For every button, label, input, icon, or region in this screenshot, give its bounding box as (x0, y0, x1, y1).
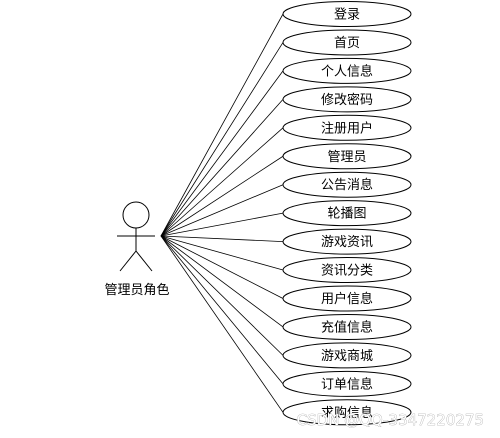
use-case: 资讯分类 (282, 257, 412, 284)
use-case-label: 注册用户 (321, 120, 373, 136)
use-case-label: 登录 (334, 8, 360, 23)
use-case-ellipse (282, 342, 412, 369)
association-line (160, 99, 284, 237)
use-case-ellipse (282, 143, 412, 170)
use-case: 订单信息 (282, 370, 412, 397)
watermark: CSDN @QQ-3347220275 (297, 411, 484, 429)
association-lines (160, 13, 284, 413)
use-case-ellipse (282, 57, 412, 84)
use-case-ellipse (282, 228, 412, 255)
use-case-label: 轮播图 (327, 207, 366, 222)
use-case-ellipse (282, 29, 412, 56)
use-case-label: 用户信息 (321, 291, 373, 307)
use-case-ellipse (282, 114, 412, 141)
association-line (160, 127, 284, 237)
association-line (160, 212, 284, 237)
use-case-ellipse (282, 200, 412, 227)
use-case-ellipse (282, 1, 412, 27)
actor-left-leg (119, 250, 137, 272)
association-line (160, 235, 284, 242)
use-case-label: 充值信息 (321, 319, 373, 335)
association-line (160, 235, 284, 271)
use-case-ellipse (282, 370, 412, 397)
use-case-ellipse (282, 171, 412, 198)
use-case: 游戏资讯 (282, 228, 412, 255)
use-case: 求购信息 (282, 399, 412, 426)
use-case-label: 资讯分类 (321, 264, 373, 279)
use-case-ellipse (282, 313, 412, 340)
use-case: 首页 (282, 29, 412, 56)
association-line (160, 13, 284, 237)
use-case-ellipse (282, 86, 412, 113)
use-case-label: 个人信息 (321, 63, 373, 79)
use-case: 轮播图 (282, 200, 412, 227)
use-case: 游戏商城 (282, 342, 412, 369)
actor-head (122, 201, 150, 229)
association-line (160, 235, 284, 413)
association-line (160, 42, 284, 237)
use-case: 登录 (282, 1, 412, 27)
use-case-ellipse (282, 285, 412, 312)
association-line (160, 155, 284, 237)
actor: 管理员角色 (104, 201, 170, 298)
use-case-label: 修改密码 (321, 92, 373, 108)
use-case: 充值信息 (282, 313, 412, 340)
use-case-label: 求购信息 (321, 405, 373, 421)
actor-right-leg (135, 250, 153, 272)
use-case-ellipse (282, 257, 412, 284)
association-line (160, 235, 284, 356)
association-line (160, 235, 284, 299)
actor-label: 管理员角色 (104, 282, 169, 298)
use-case-ellipse (282, 399, 412, 426)
association-line (160, 184, 284, 237)
use-case: 公告消息 (282, 171, 412, 198)
use-case-list: 登录首页个人信息修改密码注册用户管理员公告消息轮播图游戏资讯资讯分类用户信息充值… (282, 1, 412, 426)
use-case-label: 首页 (334, 36, 360, 51)
association-line (160, 235, 284, 328)
association-line (160, 70, 284, 237)
association-line (160, 235, 284, 385)
use-case-label: 游戏商城 (321, 349, 373, 364)
use-case: 管理员 (282, 143, 412, 170)
use-case: 用户信息 (282, 285, 412, 312)
use-case-label: 游戏资讯 (321, 235, 373, 250)
use-case-label: 管理员 (327, 150, 366, 165)
use-case: 注册用户 (282, 114, 412, 141)
use-case-label: 订单信息 (321, 376, 373, 392)
use-case: 修改密码 (282, 86, 412, 113)
use-case-label: 公告消息 (321, 177, 373, 193)
use-case: 个人信息 (282, 57, 412, 84)
